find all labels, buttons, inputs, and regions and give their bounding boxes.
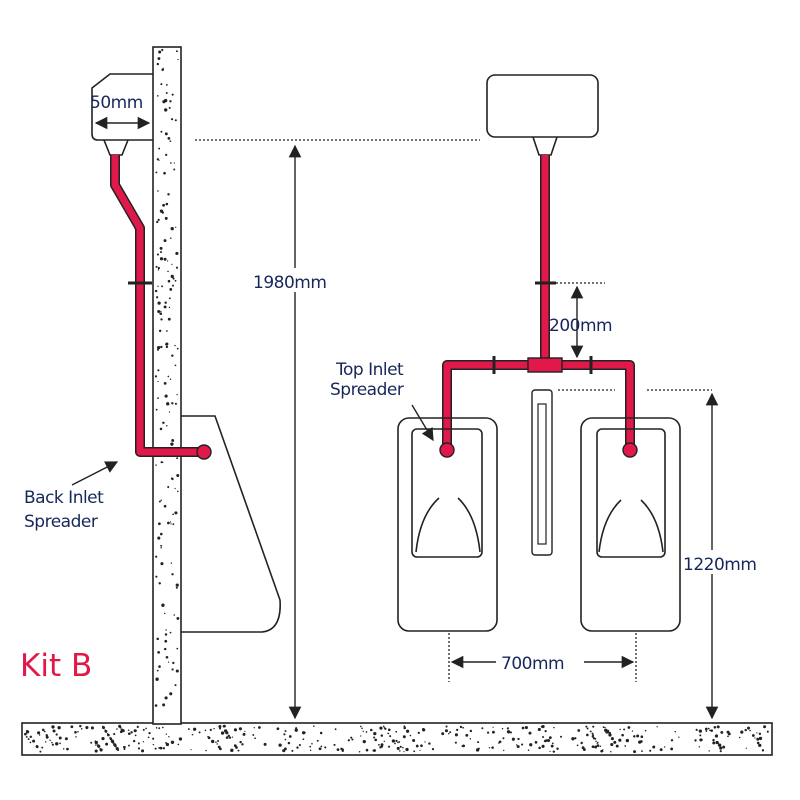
side-urinal <box>181 415 281 633</box>
drop-200-label: 200mm <box>549 316 612 336</box>
top-inlet-arrow <box>411 404 434 442</box>
height-1980-label: 1980mm <box>253 273 326 293</box>
kit-title: Kit B <box>20 648 92 684</box>
privacy-partition <box>531 389 553 556</box>
top-inlet-label-1: Top Inlet <box>335 360 404 380</box>
urinal-right <box>580 417 681 632</box>
back-inlet-label-2: Spreader <box>24 512 98 532</box>
wall <box>152 46 182 725</box>
floor-slab <box>21 722 773 756</box>
height-1220-label: 1220mm <box>683 555 756 575</box>
back-inlet-label-1: Back Inlet <box>24 488 104 508</box>
spacing-700-label: 700mm <box>501 654 564 674</box>
concrete-speckles <box>24 48 769 754</box>
top-inlet-label-2: Spreader <box>330 380 404 400</box>
side-cistern <box>91 73 153 156</box>
top-cistern <box>486 74 599 156</box>
cistern-gap-label: 50mm <box>90 93 143 113</box>
top-pipe <box>439 155 638 458</box>
back-inlet-arrow <box>71 461 119 486</box>
side-pipe <box>110 155 212 460</box>
urinal-left <box>397 417 498 632</box>
